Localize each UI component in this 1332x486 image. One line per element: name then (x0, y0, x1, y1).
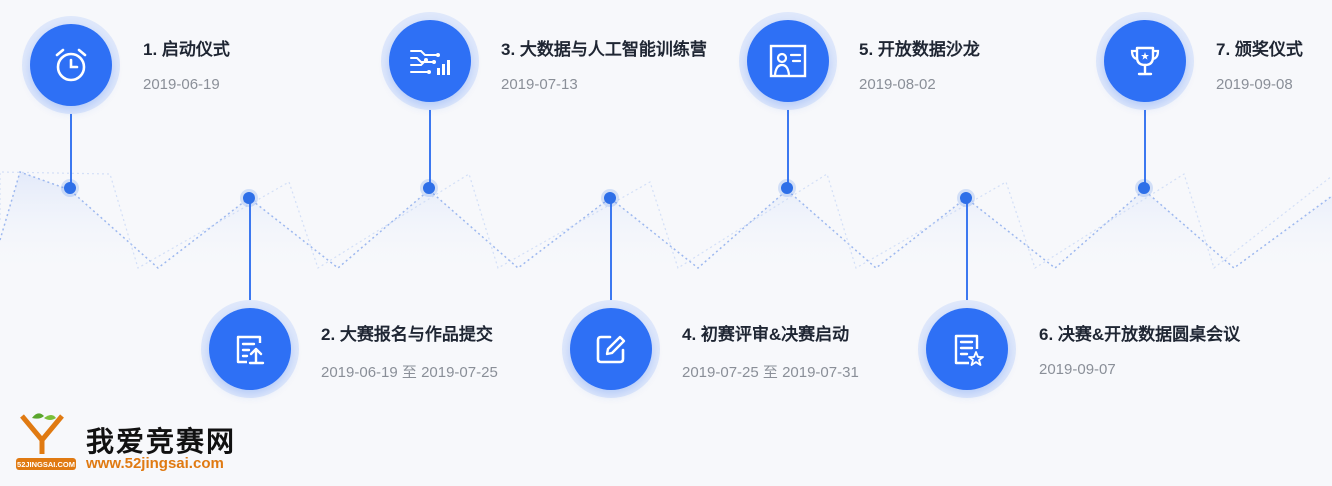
edit-icon (596, 335, 626, 364)
event-title-2: 2. 大赛报名与作品提交 (321, 325, 493, 344)
event-circle-4 (570, 308, 652, 390)
event-date-5: 2019-08-02 (859, 76, 936, 93)
timeline-dot-4 (604, 192, 616, 204)
event-title-1: 1. 启动仪式 (143, 40, 230, 59)
connector-line-7 (1144, 106, 1146, 188)
brand-url: www.52jingsai.com (86, 455, 224, 472)
connector-line-5 (787, 106, 789, 188)
connector-line-2 (249, 200, 251, 304)
connector-line-4 (610, 200, 612, 304)
event-circle-5 (747, 20, 829, 102)
alarm-clock-icon (55, 48, 87, 82)
event-title-4: 4. 初赛评审&决赛启动 (682, 325, 850, 344)
trophy-icon (1130, 46, 1160, 76)
connector-line-1 (70, 110, 72, 188)
brand-name: 我爱竞赛网 (86, 426, 237, 457)
event-circle-1 (30, 24, 112, 106)
event-date-6: 2019-09-07 (1039, 361, 1116, 378)
event-title-7: 7. 颁奖仪式 (1216, 40, 1303, 59)
event-title-3: 3. 大数据与人工智能训练营 (501, 40, 707, 59)
timeline-dot-6 (960, 192, 972, 204)
brand-logo: 52JINGSAI.COM (16, 413, 76, 470)
logo-emblem-text: 52JINGSAI.COM (17, 460, 75, 469)
event-circle-7 (1104, 20, 1186, 102)
presenter-board-icon (769, 44, 807, 78)
timeline-dot-1 (64, 182, 76, 194)
document-star-icon (954, 334, 984, 366)
event-circle-6 (926, 308, 1008, 390)
event-title-6: 6. 决赛&开放数据圆桌会议 (1039, 325, 1241, 344)
event-date-4: 2019-07-25 至 2019-07-31 (682, 364, 859, 381)
timeline-dot-7 (1138, 182, 1150, 194)
timeline-dot-3 (423, 182, 435, 194)
event-circle-3 (389, 20, 471, 102)
connector-line-3 (429, 106, 431, 188)
event-date-2: 2019-06-19 至 2019-07-25 (321, 364, 498, 381)
event-date-1: 2019-06-19 (143, 76, 220, 93)
event-date-3: 2019-07-13 (501, 76, 578, 93)
timeline-dot-5 (781, 182, 793, 194)
connector-line-6 (966, 200, 968, 304)
data-chart-icon (410, 50, 450, 75)
timeline-dot-2 (243, 192, 255, 204)
event-date-7: 2019-09-08 (1216, 76, 1293, 93)
upload-document-icon (236, 335, 265, 365)
event-circle-2 (209, 308, 291, 390)
event-title-5: 5. 开放数据沙龙 (859, 40, 980, 59)
